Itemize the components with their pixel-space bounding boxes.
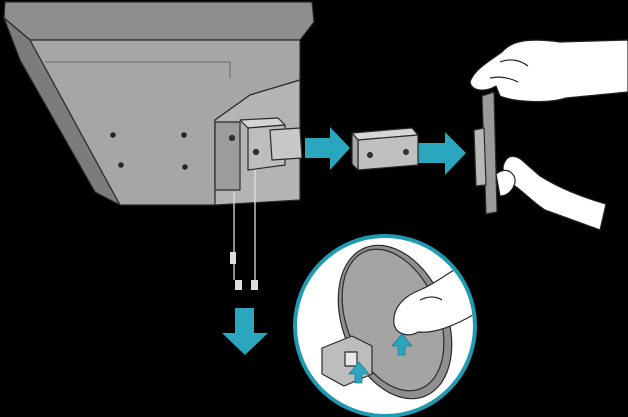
stand-bracket-detached <box>351 127 419 171</box>
stand-neck <box>473 91 498 215</box>
monitor-top-edge <box>3 1 315 41</box>
screw-hole <box>110 132 116 138</box>
screw-hole <box>118 162 124 168</box>
hand-bottom <box>495 155 607 231</box>
monitor-left-side <box>3 17 121 206</box>
screws <box>230 170 258 290</box>
arrow-right-icon <box>305 127 350 170</box>
monitor-back <box>3 1 315 206</box>
arrow-up-icon <box>348 361 370 384</box>
screw-hole <box>182 164 188 170</box>
monitor-inner-edge <box>45 61 231 78</box>
screw-hole <box>181 132 187 138</box>
arrow-down-icon <box>222 308 268 355</box>
detail-circle <box>293 234 477 417</box>
arrow-right-icon <box>418 132 466 175</box>
hand-top <box>469 39 628 103</box>
stand-bracket-attached <box>214 117 303 191</box>
arrow-up-icon <box>391 333 413 356</box>
